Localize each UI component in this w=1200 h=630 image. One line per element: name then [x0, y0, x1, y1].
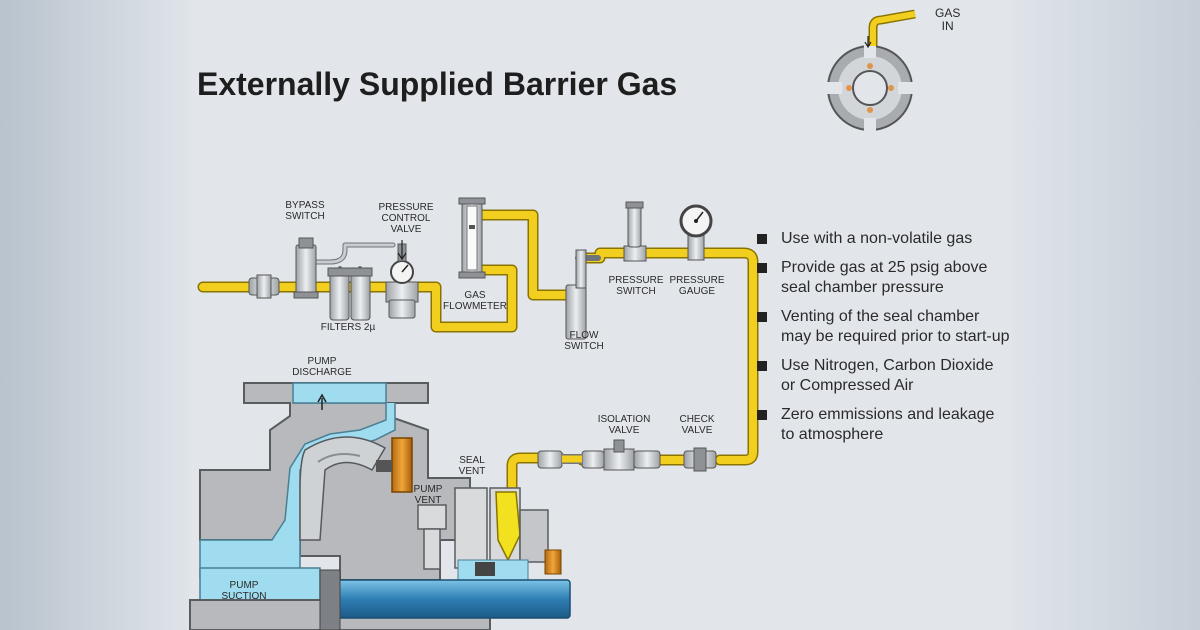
- pump-shaft: [329, 579, 571, 619]
- bullet-square-icon: [757, 312, 767, 322]
- check-valve-label-line1: CHECK: [679, 414, 715, 425]
- feature-text: Venting of the seal chamber may be requi…: [781, 308, 1010, 345]
- pump-vent-label-line2: VENT: [414, 495, 442, 506]
- pressure-switch-label-line1: PRESSURE: [608, 275, 664, 286]
- inlet-fitting: [248, 274, 280, 299]
- impeller: [299, 436, 387, 541]
- gas-in-line2: IN: [941, 19, 954, 33]
- pump-discharge-label-line1: PUMP: [307, 356, 337, 367]
- seal-ring-inset: [826, 9, 916, 132]
- gas-flowmeter-label-line2: FLOWMETER: [443, 301, 507, 312]
- pressure-switch: [623, 201, 647, 262]
- gas-in-line1: GAS: [935, 6, 961, 20]
- pump-suction-label-line1: PUMP: [229, 580, 259, 591]
- pressure-gauge-label: PRESSURE GAUGE: [669, 275, 724, 297]
- feature-item: Use Nitrogen, Carbon Dioxide or Compress…: [757, 356, 1012, 396]
- pump-discharge-label: PUMP DISCHARGE: [292, 356, 351, 378]
- filters: [327, 267, 373, 321]
- pressure-gauge-label-line2: GAUGE: [678, 286, 716, 297]
- bullet-square-icon: [757, 410, 767, 420]
- bypass-switch: [293, 237, 319, 299]
- pump-vent-label: PUMP VENT: [414, 484, 443, 506]
- bullet-square-icon: [757, 361, 767, 371]
- pcv-label-line1: PRESSURE: [378, 202, 434, 213]
- flow-switch-label-line2: SWITCH: [564, 341, 604, 352]
- feature-item: Provide gas at 25 psig above seal chambe…: [757, 258, 1012, 298]
- pcv-label-line3: VALVE: [390, 224, 422, 235]
- feature-text: Use Nitrogen, Carbon Dioxide or Compress…: [781, 357, 994, 394]
- flow-switch: [565, 249, 587, 340]
- pressure-switch-label-line2: SWITCH: [616, 286, 656, 297]
- isolation-valve-label-line2: VALVE: [608, 425, 640, 436]
- feature-text: Use with a non-volatile gas: [781, 230, 973, 247]
- page-title: Externally Supplied Barrier Gas: [197, 66, 678, 102]
- wear-ring: [391, 437, 413, 493]
- bypass-switch-label-line2: SWITCH: [285, 211, 325, 222]
- filters-label: FILTERS 2µ: [320, 322, 376, 333]
- discharge-arrow: [317, 393, 327, 410]
- gas-flowmeter: [458, 197, 486, 279]
- seal-vent-label-line2: VENT: [458, 466, 486, 477]
- feature-text: Zero emmissions and leakage to atmospher…: [781, 406, 995, 443]
- flow-switch-label-line1: FLOW: [569, 330, 599, 341]
- seal-vent-label-line1: SEAL: [459, 455, 485, 466]
- feature-item: Zero emmissions and leakage to atmospher…: [757, 405, 1012, 445]
- pump-suction-label-line2: SUCTION: [221, 591, 267, 602]
- check-valve: [683, 447, 717, 472]
- gas-in-label: GAS IN: [935, 7, 960, 33]
- bullet-square-icon: [757, 234, 767, 244]
- feature-text: Provide gas at 25 psig above seal chambe…: [781, 259, 988, 296]
- isolation-valve-label-line1: ISOLATION: [597, 414, 651, 425]
- bypass-switch-label-line1: BYPASS: [285, 200, 325, 211]
- pcv-label-line2: CONTROL: [381, 213, 431, 224]
- check-valve-label: CHECK VALVE: [679, 414, 714, 436]
- pressure-control-valve-label: PRESSURE CONTROL VALVE: [378, 202, 433, 235]
- seal-vent-label: SEAL VENT: [459, 455, 486, 477]
- check-valve-label-line2: VALVE: [681, 425, 713, 436]
- feature-list: Use with a non-volatile gas Provide gas …: [757, 229, 1012, 454]
- barrier-gas-chamber: [495, 491, 521, 562]
- feature-item: Venting of the seal chamber may be requi…: [757, 307, 1012, 347]
- pump-discharge-label-line2: DISCHARGE: [292, 367, 352, 378]
- bypass-switch-label: BYPASS SWITCH: [285, 200, 324, 222]
- isolation-valve-label: ISOLATION VALVE: [598, 414, 651, 436]
- pressure-gauge-label-line1: PRESSURE: [669, 275, 725, 286]
- flow-switch-label: FLOW SWITCH: [564, 330, 603, 352]
- feature-item: Use with a non-volatile gas: [757, 229, 1012, 249]
- pump-suction-label: PUMP SUCTION: [222, 580, 267, 602]
- pressure-gauge: [679, 204, 713, 261]
- gas-flowmeter-label-line1: GAS: [464, 290, 486, 301]
- bullet-square-icon: [757, 263, 767, 273]
- pressure-switch-label: PRESSURE SWITCH: [608, 275, 663, 297]
- gas-flowmeter-label: GAS FLOWMETER: [443, 290, 507, 312]
- isolation-valve: [537, 439, 661, 471]
- pressure-control-valve: [385, 240, 419, 319]
- pump-vent-label-line1: PUMP: [413, 484, 443, 495]
- pump-assembly: [189, 382, 571, 630]
